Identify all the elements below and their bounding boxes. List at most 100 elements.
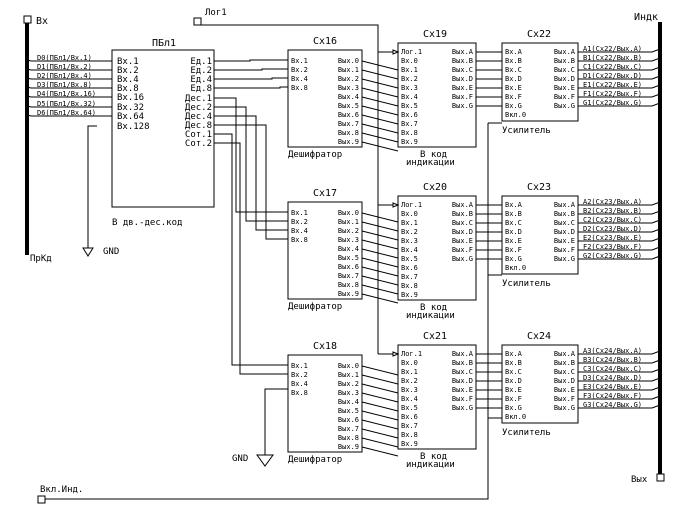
decoder-block xyxy=(287,354,363,453)
input-signal-label: D6(ПБл1/Вх.64) xyxy=(37,109,96,117)
vkl-ind-label: Вкл.Инд. xyxy=(40,485,83,495)
amplifier-input-label: Вх.D xyxy=(505,75,522,83)
encoder-output-label: Вых.G xyxy=(452,102,473,110)
amplifier-input-label: Вх.D xyxy=(505,377,522,385)
decoder-output-label: Вых.6 xyxy=(338,263,359,271)
encoder-input-label: Вх.4 xyxy=(401,93,418,101)
decoder-output-label: Вых.7 xyxy=(338,120,359,128)
amplifier-caption: Усилитель xyxy=(502,428,551,438)
amplifier-input-label: Вкл.0 xyxy=(505,264,526,272)
amplifier-output-label: Вых.A xyxy=(554,201,576,209)
decoder-output-label: Вых.6 xyxy=(338,416,359,424)
input-signal-label: D0(ПБл1/Вх.1) xyxy=(37,54,92,62)
decoder-input-label: Вх.2 xyxy=(291,66,308,74)
amplifier-output-label: Вых.B xyxy=(554,210,575,218)
decoder-output-label: Вых.2 xyxy=(338,75,359,83)
encoder-block xyxy=(397,344,477,450)
vkl-ind-terminal xyxy=(37,495,46,504)
amplifier-input-label: Вх.C xyxy=(505,368,522,376)
encoder-input-label: Лог.1 xyxy=(401,201,422,209)
log1-terminal xyxy=(193,17,202,26)
amplifier-input-label: Вх.A xyxy=(505,48,523,56)
pbl1-output-label: Ед.1 xyxy=(190,57,212,67)
amplifier-output-signal: G1(Сх22/Вых.G) xyxy=(583,99,642,107)
decoder-name: Сх16 xyxy=(313,36,337,47)
encoder-input-label: Вх.3 xyxy=(401,237,418,245)
decoder-output-label: Вых.0 xyxy=(338,57,359,65)
decoder-output-label: Вых.9 xyxy=(338,138,359,146)
pbl1-input-label: Вх.64 xyxy=(117,112,144,122)
input-signal-label: D3(ПБл1/Вх.8) xyxy=(37,81,92,89)
encoder-output-label: Вых.D xyxy=(452,228,473,236)
encoder-name: Сх20 xyxy=(423,182,447,193)
encoder-caption-1: В код xyxy=(420,150,447,160)
decoder-output-label: Вых.6 xyxy=(338,111,359,119)
gnd2-label: GND xyxy=(232,454,248,464)
encoder-input-label: Вх.0 xyxy=(401,57,418,65)
decoder-caption: Дешифратор xyxy=(288,455,342,465)
amplifier-output-label: Вых.F xyxy=(554,246,575,254)
amplifier-block xyxy=(501,195,579,275)
encoder-caption-1: В код xyxy=(420,303,447,313)
decoder-output-label: Вых.1 xyxy=(338,371,359,379)
pbl1-output-label: Ед.2 xyxy=(190,66,212,76)
amplifier-output-signal: D3(Сх24/Вых.D) xyxy=(583,374,642,382)
gnd-symbol-1 xyxy=(82,247,94,257)
encoder-input-label: Вх.2 xyxy=(401,377,418,385)
encoder-output-label: Вых.G xyxy=(452,255,473,263)
encoder-input-label: Вх.6 xyxy=(401,111,418,119)
amplifier-output-signal: C3(Сх24/Вых.C) xyxy=(583,365,642,373)
pbl1-input-label: Вх.128 xyxy=(117,122,150,132)
amplifier-output-label: Вых.G xyxy=(554,404,575,412)
gnd1-label: GND xyxy=(103,247,119,257)
decoder-output-label: Вых.0 xyxy=(338,362,359,370)
amplifier-input-label: Вх.G xyxy=(505,102,522,110)
decoder-output-label: Вых.1 xyxy=(338,66,359,74)
vkl-ind-wire xyxy=(45,123,489,500)
amplifier-output-label: Вых.A xyxy=(554,350,576,358)
encoder-output-label: Вых.F xyxy=(452,395,473,403)
amplifier-block xyxy=(501,42,579,122)
amplifier-output-label: Вых.D xyxy=(554,228,575,236)
decoder-output-label: Вых.4 xyxy=(338,398,359,406)
arrow-icon xyxy=(392,49,400,55)
decoder-input-label: Вх.4 xyxy=(291,75,308,83)
encoder-input-label: Вх.1 xyxy=(401,219,418,227)
arrow-icon xyxy=(392,351,400,357)
amplifier-output-signal: D1(Сх22/Вых.D) xyxy=(583,72,642,80)
encoder-input-label: Вх.0 xyxy=(401,359,418,367)
amplifier-output-signal: E2(Сх23/Вых.E) xyxy=(583,234,642,242)
decoder-name: Сх17 xyxy=(313,188,337,199)
encoder-input-label: Вх.5 xyxy=(401,102,418,110)
amplifier-output-label: Вых.G xyxy=(554,102,575,110)
encoder-caption-2: индикации xyxy=(406,311,455,321)
encoder-input-label: Вх.1 xyxy=(401,368,418,376)
encoder-output-label: Вых.E xyxy=(452,84,473,92)
amplifier-output-signal: B1(Сх22/Вых.B) xyxy=(583,54,642,62)
decoder-output-label: Вых.7 xyxy=(338,272,359,280)
encoder-name: Сх19 xyxy=(423,29,447,40)
pbl1-input-label: Вх.2 xyxy=(117,66,139,76)
amplifier-input-label: Вх.C xyxy=(505,66,522,74)
decoder-output-label: Вых.1 xyxy=(338,218,359,226)
schematic-blocks: Сх16ДешифраторВх.1Вх.2Вх.4Вх.8Вых.0Вых.1… xyxy=(287,29,579,470)
encoder-output-label: Вых.F xyxy=(452,246,473,254)
decoder-input-label: Вх.4 xyxy=(291,380,308,388)
encoder-input-label: Вх.0 xyxy=(401,210,418,218)
encoder-output-label: Вых.B xyxy=(452,210,473,218)
amplifier-output-label: Вых.F xyxy=(554,93,575,101)
encoder-input-label: Вх.7 xyxy=(401,273,418,281)
input-signal-label: D1(ПБл1/Вх.2) xyxy=(37,63,92,71)
amplifier-input-label: Вх.E xyxy=(505,386,522,394)
amplifier-input-label: Вх.E xyxy=(505,237,522,245)
amplifier-input-label: Вх.F xyxy=(505,246,522,254)
amplifier-output-label: Вых.B xyxy=(554,57,575,65)
encoder-input-label: Вх.2 xyxy=(401,228,418,236)
encoder-input-label: Лог.1 xyxy=(401,48,422,56)
pbl1-output-label: Сот.2 xyxy=(185,139,212,149)
encoder-output-label: Вых.A xyxy=(452,201,474,209)
amplifier-output-signal: F1(Сх22/Вых.F) xyxy=(583,90,642,98)
encoder-output-label: Вых.C xyxy=(452,66,473,74)
